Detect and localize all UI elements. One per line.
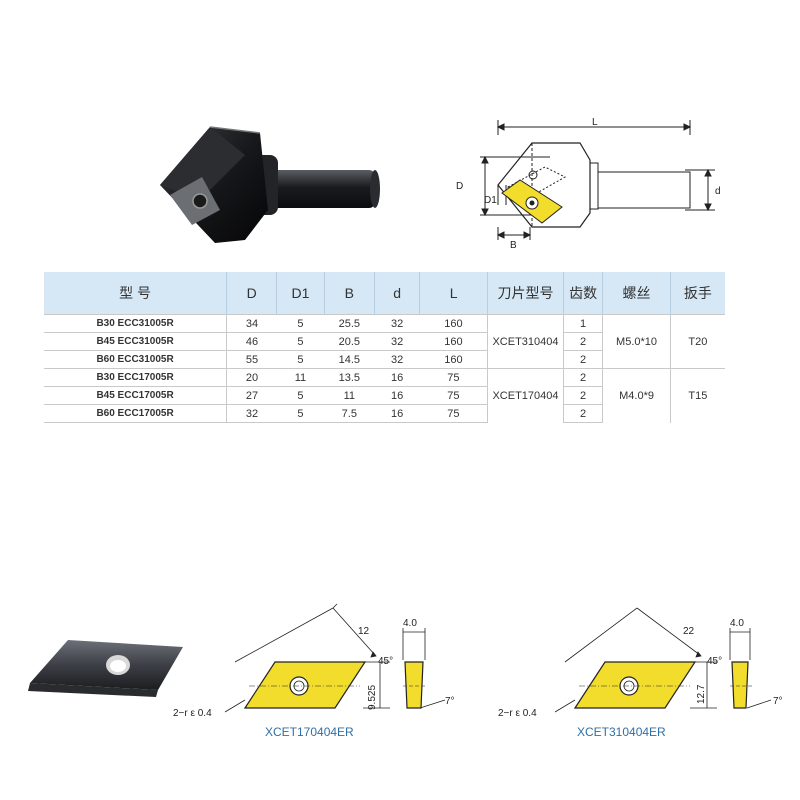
header-insert: 刀片型号: [487, 272, 564, 315]
cell-screw: M5.0*10: [602, 314, 671, 369]
header-D1: D1: [276, 272, 325, 315]
chamfer-cutter-photo: [160, 126, 380, 243]
cell-D1: 11: [276, 368, 325, 387]
cell-wrench: T15: [669, 368, 725, 423]
header-teeth: 齿数: [562, 272, 603, 315]
spec-table: 型 号 D D1 B d L 刀片型号 齿数 螺丝 扳手 B30 ECC3100…: [44, 272, 725, 423]
insert1-thickness: 4.0: [403, 618, 417, 629]
header-screw: 螺丝: [602, 272, 671, 315]
insert2-clearance: 7°: [773, 696, 783, 707]
cell-D1: 5: [276, 404, 325, 423]
cell-d: 32: [374, 350, 420, 369]
cell-d: 16: [374, 404, 420, 423]
dim-d: d: [715, 186, 721, 197]
table-row: B30 ECC31005R 34 5 25.5 32 160 XCET31040…: [44, 314, 725, 369]
insert1-height: 9.525: [367, 685, 378, 710]
header-wrench: 扳手: [669, 272, 725, 315]
cell-D: 55: [226, 350, 277, 369]
header-B: B: [323, 272, 375, 315]
dim-D: D: [456, 181, 463, 192]
insert2-angle: 45°: [707, 656, 722, 667]
table-row: B60 ECC17005R 32 5 7.5 16 75 2: [44, 404, 725, 423]
cell-model: B30 ECC31005R: [44, 314, 227, 333]
cell-D: 20: [226, 368, 277, 387]
cell-B: 13.5: [324, 368, 375, 387]
table-row: B45 ECC17005R 27 5 11 16 75 2: [44, 386, 725, 405]
insert-photo: [28, 640, 183, 697]
dim-L: L: [592, 117, 598, 128]
cell-model: B30 ECC17005R: [44, 368, 227, 387]
cell-model: B60 ECC17005R: [44, 404, 227, 423]
cell-L: 75: [419, 404, 488, 423]
cell-d: 16: [374, 386, 420, 405]
insert2-caption: XCET310404ER: [577, 725, 666, 739]
cell-L: 160: [419, 314, 488, 333]
cell-D1: 5: [276, 386, 325, 405]
cell-B: 25.5: [324, 314, 375, 333]
header-model: 型 号: [44, 272, 227, 315]
cell-teeth: 2: [562, 350, 603, 369]
cell-B: 20.5: [324, 332, 375, 351]
table-row: B30 ECC17005R 20 11 13.5 16 75 XCET17040…: [44, 368, 725, 423]
dim-D1: D1: [484, 195, 497, 206]
cell-model: B45 ECC31005R: [44, 332, 227, 351]
header-D: D: [226, 272, 277, 315]
header-row: 型 号 D D1 B d L 刀片型号 齿数 螺丝 扳手: [44, 272, 725, 315]
cell-wrench: T20: [669, 314, 725, 369]
insert2-radius: 2−r ε 0.4: [498, 708, 537, 719]
cell-screw: M4.0*9: [602, 368, 671, 423]
cell-teeth: 2: [562, 404, 603, 423]
insert1-clearance: 7°: [445, 696, 455, 707]
cell-d: 16: [374, 368, 420, 387]
cell-B: 7.5: [324, 404, 375, 423]
cell-D1: 5: [276, 350, 325, 369]
dim-B: B: [510, 240, 517, 251]
cell-L: 160: [419, 350, 488, 369]
cell-L: 75: [419, 386, 488, 405]
cell-teeth: 1: [562, 314, 603, 333]
insert2-length: 22: [683, 626, 695, 637]
header-d: d: [373, 272, 420, 315]
insert2-height: 12.7: [696, 684, 707, 704]
cell-d: 32: [374, 314, 420, 333]
cell-L: 75: [419, 368, 488, 387]
cell-insert: XCET310404: [487, 314, 564, 369]
technical-drawing: L D D1 B d: [456, 117, 721, 251]
cell-model: B45 ECC17005R: [44, 386, 227, 405]
insert1-radius: 2−r ε 0.4: [173, 708, 212, 719]
insert1-angle: 45°: [378, 656, 393, 667]
cell-D: 27: [226, 386, 277, 405]
cell-D1: 5: [276, 332, 325, 351]
cell-D: 46: [226, 332, 277, 351]
cell-d: 32: [374, 332, 420, 351]
insert2-thickness: 4.0: [730, 618, 744, 629]
cell-D: 34: [226, 314, 277, 333]
cell-B: 11: [324, 386, 375, 405]
insert-drawing-xcet170404er: 12 4.0 45° 9.525 2−r ε 0.4 7° XCET170404…: [173, 603, 455, 739]
cell-teeth: 2: [562, 386, 603, 405]
insert1-length: 12: [358, 626, 370, 637]
cell-model: B60 ECC31005R: [44, 350, 227, 369]
header-L: L: [419, 272, 488, 315]
insert-drawing-xcet310404er: 22 4.0 45° 12.7 2−r ε 0.4 7° XCET310404E…: [498, 607, 783, 739]
cell-L: 160: [419, 332, 488, 351]
cell-teeth: 2: [562, 332, 603, 351]
cell-B: 14.5: [324, 350, 375, 369]
insert1-caption: XCET170404ER: [265, 725, 354, 739]
cell-teeth: 2: [562, 368, 603, 387]
cell-D1: 5: [276, 314, 325, 333]
cell-D: 32: [226, 404, 277, 423]
table-row: B60 ECC31005R 55 5 14.5 32 160 2: [44, 350, 725, 369]
table-row: B45 ECC31005R 46 5 20.5 32 160 2: [44, 332, 725, 351]
cell-insert: XCET170404: [487, 368, 564, 423]
